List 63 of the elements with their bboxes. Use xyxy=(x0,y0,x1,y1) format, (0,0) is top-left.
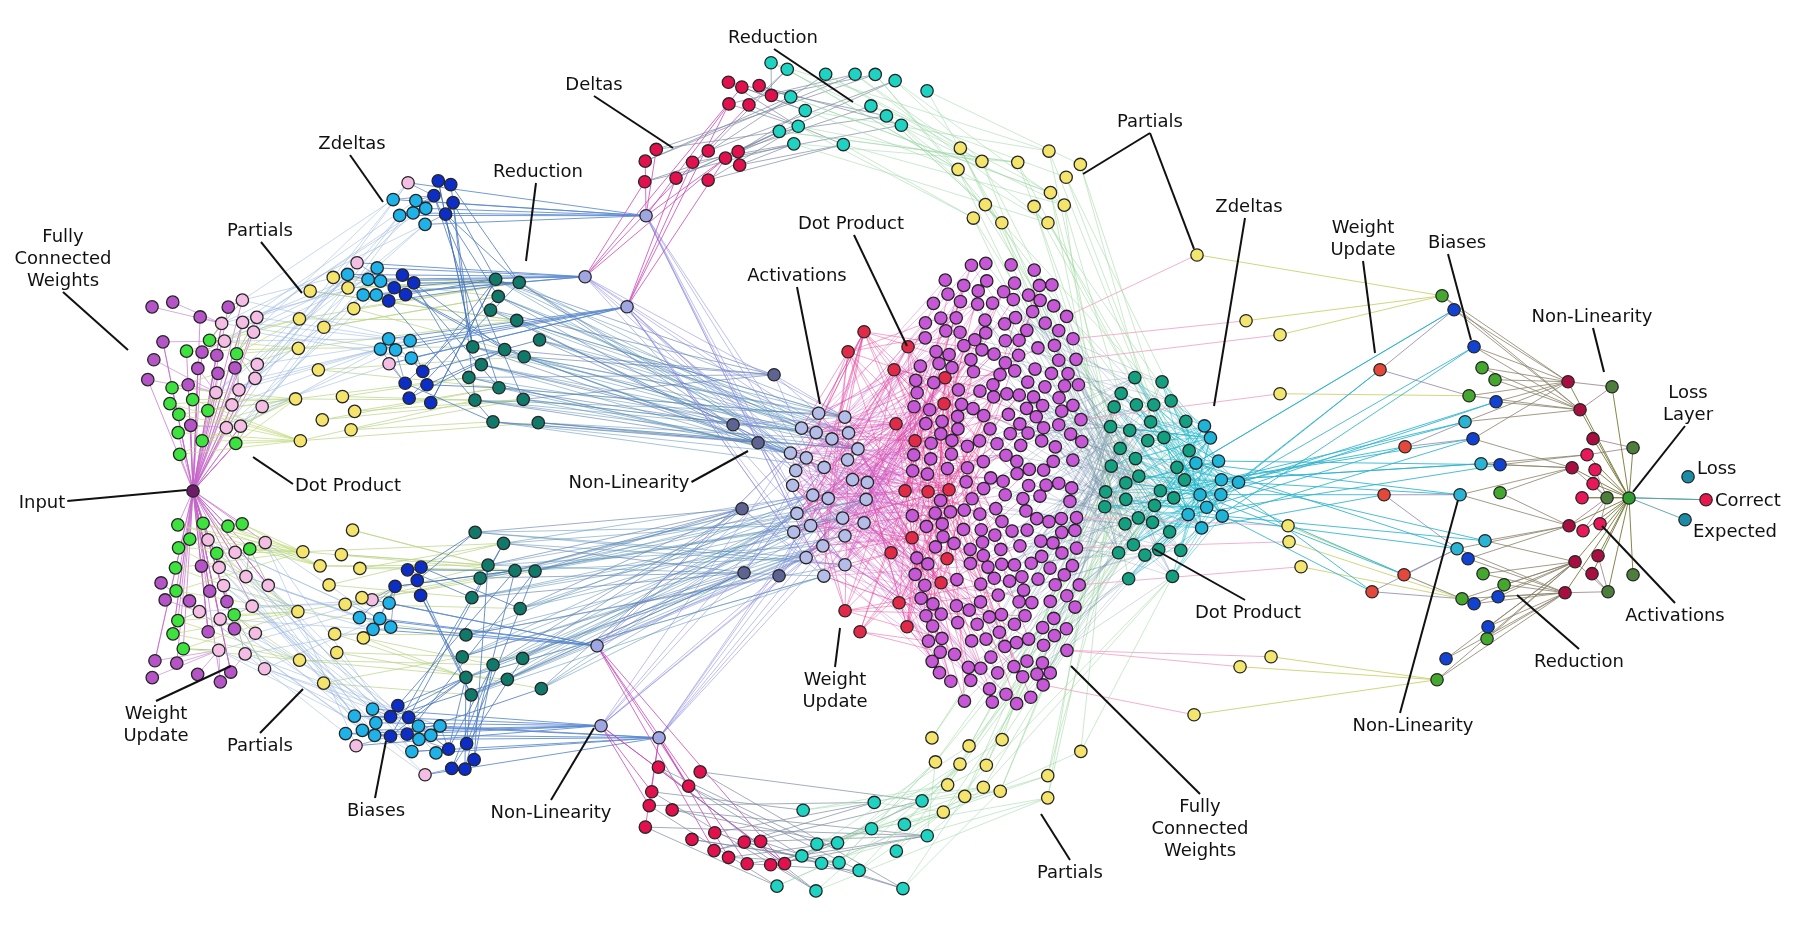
leader-line xyxy=(155,665,232,702)
callout-label: Biases xyxy=(344,798,408,822)
leader-line xyxy=(834,627,841,668)
callout-label: Weight Update xyxy=(1328,215,1398,261)
network-dot xyxy=(1190,248,1204,262)
network-dot xyxy=(1622,491,1636,505)
leader-line xyxy=(1399,499,1459,714)
leader-line xyxy=(1213,217,1246,407)
callout-label: Non-Linearity xyxy=(566,470,692,494)
callout-label: Loss Layer xyxy=(1660,380,1716,426)
network-dot xyxy=(186,484,200,498)
leader-line xyxy=(1082,132,1151,175)
callout-label: Non-Linearity xyxy=(1350,713,1476,737)
callout-label: Reduction xyxy=(726,25,820,49)
leader-line xyxy=(773,48,854,103)
leader-line xyxy=(252,456,294,485)
leader-line xyxy=(1070,665,1201,795)
callout-label: Dot Product xyxy=(796,211,906,235)
callout-label: Activations xyxy=(745,263,849,287)
leader-line xyxy=(796,286,821,405)
callout-label: Weight Update xyxy=(121,701,191,747)
callout-label: Dot Product xyxy=(1193,600,1303,624)
callout-label: Deltas xyxy=(563,72,625,96)
leader-line xyxy=(550,727,595,801)
callout-label: Activations xyxy=(1623,603,1727,627)
callout-label: Reduction xyxy=(491,159,585,183)
callout-label: Weight Update xyxy=(800,667,870,713)
callout-label: Partials xyxy=(1115,109,1185,133)
callout-label: Input xyxy=(16,490,68,514)
leader-line xyxy=(1149,132,1195,250)
leader-line xyxy=(1592,327,1605,373)
node-label: Correct xyxy=(1715,489,1781,511)
leader-line xyxy=(853,234,908,347)
callout-label: Non-Linearity xyxy=(1529,304,1655,328)
leader-line xyxy=(1153,548,1246,601)
leader-line xyxy=(374,740,387,799)
callout-label: Fully Connected Weights xyxy=(1149,794,1251,862)
callout-label: Partials xyxy=(225,218,295,242)
callout-label: Non-Linearity xyxy=(488,800,614,824)
leader-line xyxy=(1516,594,1580,650)
leader-line xyxy=(349,154,384,203)
leader-line xyxy=(1632,425,1686,493)
node-label: Loss xyxy=(1697,457,1737,479)
callout-label: Zdeltas xyxy=(1213,194,1285,218)
callout-label: Fully Connected Weights xyxy=(12,224,114,292)
leader-line xyxy=(593,95,674,149)
callout-label: Reduction xyxy=(1532,649,1626,673)
leader-line xyxy=(690,450,749,483)
callout-label: Biases xyxy=(1425,230,1489,254)
node-label: Expected xyxy=(1693,520,1777,542)
leader-line xyxy=(1040,813,1071,861)
callout-label: Partials xyxy=(225,733,295,757)
leader-line xyxy=(259,688,304,734)
callout-label: Partials xyxy=(1035,860,1105,884)
callout-label: Zdeltas xyxy=(316,131,388,155)
leader-line xyxy=(260,241,303,294)
leader-line xyxy=(1362,260,1376,354)
callout-label: Dot Product xyxy=(293,473,403,497)
leader-line xyxy=(1447,253,1472,341)
leader-line xyxy=(66,489,188,502)
leader-line xyxy=(1601,525,1676,604)
leader-line xyxy=(62,291,129,351)
leader-line xyxy=(525,182,537,262)
